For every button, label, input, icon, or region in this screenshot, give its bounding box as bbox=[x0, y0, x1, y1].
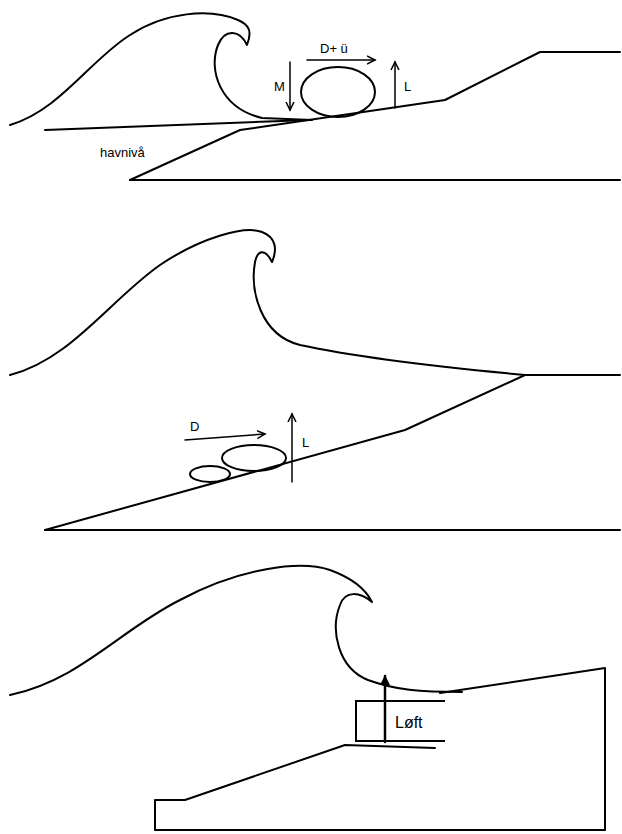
boulder-block: Løft bbox=[355, 700, 445, 742]
force-label: L bbox=[404, 80, 411, 93]
force-label: D+ ü bbox=[320, 42, 348, 55]
force-label: M bbox=[274, 80, 285, 93]
lift-label: Løft bbox=[395, 715, 439, 731]
force-label: D bbox=[190, 420, 199, 433]
force-label: L bbox=[302, 436, 309, 449]
sea-level-label: havnivå bbox=[100, 146, 145, 159]
